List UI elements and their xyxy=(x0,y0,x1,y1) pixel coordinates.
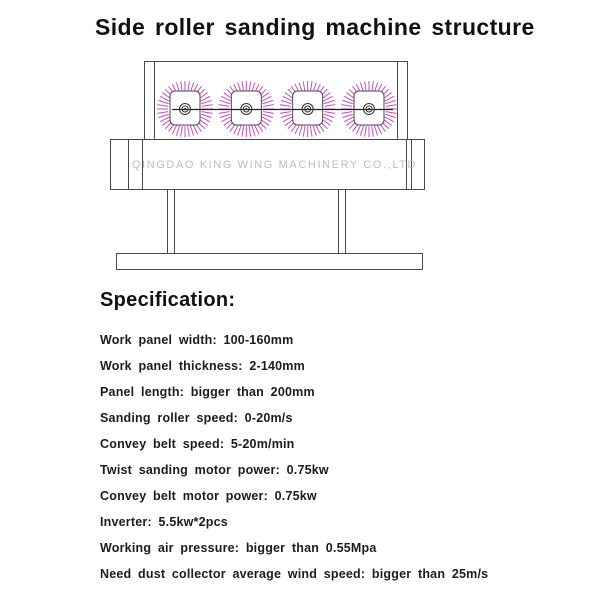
spec-item: Convey belt speed: 5-20m/min xyxy=(100,437,295,451)
machine-leg-left xyxy=(167,190,175,253)
watermark-text: QINGDAO KING WING MACHINERY CO.,LTD xyxy=(131,158,418,171)
band-divider xyxy=(128,139,129,190)
spec-item: Twist sanding motor power: 0.75kw xyxy=(100,463,329,477)
spec-item: Work panel width: 100-160mm xyxy=(100,333,294,347)
machine-top-frame xyxy=(144,61,408,140)
spec-item: Inverter: 5.5kw*2pcs xyxy=(100,515,228,529)
spec-item: Convey belt motor power: 0.75kw xyxy=(100,489,317,503)
spec-item: Work panel thickness: 2-140mm xyxy=(100,359,305,373)
spec-item: Need dust collector average wind speed: … xyxy=(100,567,489,581)
band-divider xyxy=(406,139,407,190)
frame-inner-line-right xyxy=(397,61,398,140)
band-divider xyxy=(411,139,412,190)
band-divider xyxy=(142,139,143,190)
spec-item: Sanding roller speed: 0-20m/s xyxy=(100,411,293,425)
frame-inner-line-left xyxy=(154,61,155,140)
machine-leg-right xyxy=(338,190,346,253)
machine-body-band xyxy=(110,139,425,190)
machine-base xyxy=(116,253,423,270)
spec-item: Working air pressure: bigger than 0.55Mp… xyxy=(100,541,377,555)
specification-heading: Specification: xyxy=(100,289,236,311)
spec-item: Panel length: bigger than 200mm xyxy=(100,385,315,399)
page-title: Side roller sanding machine structure xyxy=(95,14,535,40)
